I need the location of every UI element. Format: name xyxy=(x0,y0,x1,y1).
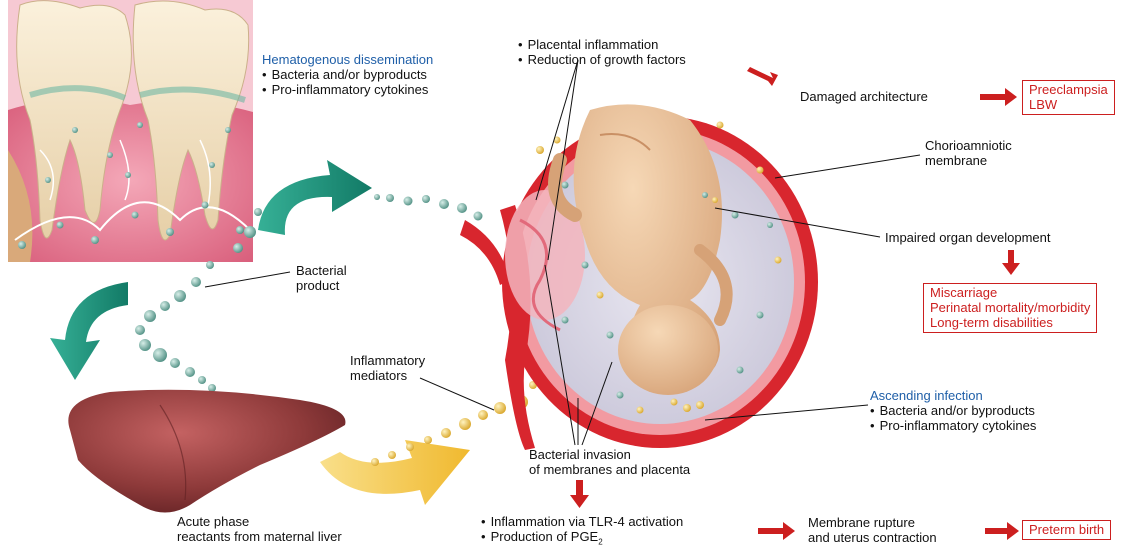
preterm-box: Preterm birth xyxy=(1022,520,1111,540)
ascending-bullet-1: Bacteria and/or byproducts xyxy=(870,403,1036,418)
arrow-to-preeclampsia-icon xyxy=(980,88,1017,106)
bacterial-product-label: Bacterial product xyxy=(296,263,347,293)
acute-phase-label: Acute phase reactants from maternal live… xyxy=(177,514,342,544)
preeclampsia-box: Preeclampsia LBW xyxy=(1022,80,1115,115)
impaired-organ-label: Impaired organ development xyxy=(885,230,1051,245)
perinatal-text: Perinatal mortality/morbidity xyxy=(930,300,1090,315)
chorioamniotic-line-2: membrane xyxy=(925,153,1012,168)
bacterial-invasion-line-1: Bacterial invasion xyxy=(529,447,690,462)
bacterial-invasion-label: Bacterial invasion of membranes and plac… xyxy=(529,447,690,477)
chorioamniotic-label: Chorioamniotic membrane xyxy=(925,138,1012,168)
arrow-to-tlr4-icon xyxy=(570,480,589,508)
arrow-to-membrane-icon xyxy=(758,522,795,540)
teal-arrow-left-icon xyxy=(50,282,128,380)
hematogenous-label: Hematogenous dissemination Bacteria and/… xyxy=(262,52,433,97)
placental-bullet-1: Placental inflammation xyxy=(518,37,686,52)
acute-phase-line-1: Acute phase xyxy=(177,514,342,529)
arrow-to-damaged-icon xyxy=(747,67,778,86)
inflammatory-mediators-line-1: Inflammatory xyxy=(350,353,425,368)
bacterial-product-line-2: product xyxy=(296,278,347,293)
bacterial-invasion-line-2: of membranes and placenta xyxy=(529,462,690,477)
miscarriage-text: Miscarriage xyxy=(930,285,1090,300)
ascending-label: Ascending infection Bacteria and/or bypr… xyxy=(870,388,1036,433)
tlr4-label: Inflammation via TLR-4 activation Produc… xyxy=(481,514,683,550)
membrane-rupture-line-1: Membrane rupture xyxy=(808,515,937,530)
long-term-text: Long-term disabilities xyxy=(930,315,1090,330)
teeth-illustration xyxy=(8,0,253,262)
outcomes-box: Miscarriage Perinatal mortality/morbidit… xyxy=(923,283,1097,333)
damaged-architecture-label: Damaged architecture xyxy=(800,89,928,104)
arrow-to-preterm-icon xyxy=(985,522,1019,540)
preeclampsia-text: Preeclampsia xyxy=(1029,82,1108,97)
chorioamniotic-line-1: Chorioamniotic xyxy=(925,138,1012,153)
arrow-to-outcomes-icon xyxy=(1002,250,1020,275)
lbw-text: LBW xyxy=(1029,97,1108,112)
yellow-arrow-icon xyxy=(320,440,470,505)
inflammatory-mediators-label: Inflammatory mediators xyxy=(350,353,425,383)
teal-arrow-top-icon xyxy=(258,160,372,235)
hematogenous-bullet-2: Pro-inflammatory cytokines xyxy=(262,82,433,97)
membrane-rupture-label: Membrane rupture and uterus contraction xyxy=(808,515,937,545)
liver-illustration xyxy=(68,390,345,513)
pge-subscript: 2 xyxy=(598,538,602,547)
pge-text: Production of PGE xyxy=(491,529,599,544)
tlr4-bullet-1: Inflammation via TLR-4 activation xyxy=(481,514,683,529)
inflammatory-mediators-line-2: mediators xyxy=(350,368,425,383)
placental-label: Placental inflammation Reduction of grow… xyxy=(518,37,686,67)
membrane-rupture-line-2: and uterus contraction xyxy=(808,530,937,545)
bacteria-trail-left xyxy=(135,261,216,392)
ascending-bullet-2: Pro-inflammatory cytokines xyxy=(870,418,1036,433)
hematogenous-bullet-1: Bacteria and/or byproducts xyxy=(262,67,433,82)
tlr4-bullet-2: Production of PGE2 xyxy=(481,529,683,550)
placental-bullet-2: Reduction of growth factors xyxy=(518,52,686,67)
acute-phase-line-2: reactants from maternal liver xyxy=(177,529,342,544)
bacterial-product-line-1: Bacterial xyxy=(296,263,347,278)
ascending-title: Ascending infection xyxy=(870,388,1036,403)
hematogenous-title: Hematogenous dissemination xyxy=(262,52,433,67)
